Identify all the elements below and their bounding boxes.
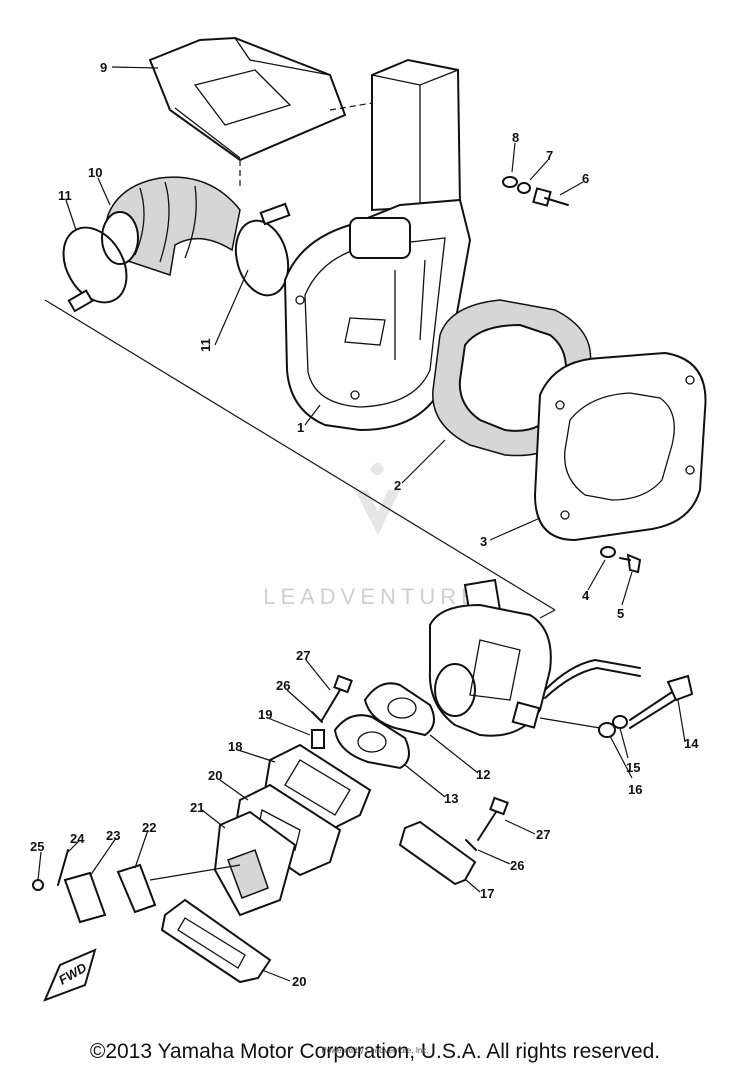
callout-16: 16: [628, 782, 642, 797]
part-20-gasket-lower: [160, 898, 272, 984]
callout-6: 6: [582, 171, 589, 186]
part-25-screw: [32, 879, 44, 891]
leadventure-watermark: LEADVENTURE: [263, 462, 481, 609]
callout-20: 20: [292, 974, 306, 989]
part-27-bolt-lower: [477, 796, 509, 841]
callout-4: 4: [582, 588, 590, 603]
callout-7: 7: [546, 148, 553, 163]
copyright-footer: ©2013 Yamaha Motor Corporation, U.S.A. A…: [89, 1040, 661, 1063]
part-22-reed-plate: [116, 863, 157, 914]
part-26-washer-lower: [465, 839, 477, 851]
part-19-fitting: [311, 729, 325, 749]
callout-14: 14: [684, 736, 699, 751]
callout-27: 27: [296, 648, 310, 663]
part-11-clamp-right: [234, 202, 291, 297]
callout-26: 26: [510, 858, 524, 873]
callout-11: 11: [198, 338, 213, 352]
part-24-screw: [57, 849, 69, 886]
callout-27: 27: [536, 827, 550, 842]
part-4-washer: [600, 546, 616, 558]
callout-20: 20: [208, 768, 222, 783]
part-11-clamp-left: [62, 226, 128, 313]
watermark-logo-icon: [355, 490, 400, 535]
part-10-elbow-hose: [101, 176, 241, 276]
watermark-text: LEADVENTURE: [263, 584, 481, 609]
part-12-gasket: [363, 682, 435, 737]
callout-17: 17: [480, 886, 494, 901]
callout-25: 25: [30, 839, 44, 854]
callout-13: 13: [444, 791, 458, 806]
assembly-line: [539, 717, 601, 729]
part-15-washer: [612, 715, 628, 729]
part-9-duct-cover: [148, 36, 347, 162]
part-8-washer: [502, 176, 518, 188]
part-16-washer: [598, 722, 616, 738]
callout-18: 18: [228, 739, 242, 754]
callout-9: 9: [100, 60, 107, 75]
leader-lines: [37, 66, 686, 982]
part-6-bolt: [532, 187, 569, 207]
callout-22: 22: [142, 820, 156, 835]
part-5-screw: [619, 553, 642, 574]
callout-5: 5: [617, 606, 624, 621]
callout-12: 12: [476, 767, 490, 782]
callout-8: 8: [512, 130, 519, 145]
callout-1: 1: [297, 420, 304, 435]
part-21-reed-valve: [213, 810, 297, 917]
intake-tube: [371, 58, 462, 212]
callout-15: 15: [626, 760, 640, 775]
part-14-screw: [629, 674, 694, 729]
callout-10: 10: [88, 165, 102, 180]
callout-24: 24: [70, 831, 85, 846]
callout-26: 26: [276, 678, 290, 693]
callout-labels: 9 10 11 11 8 7 6 1 2 3 4 5 27 26 19 18 2…: [30, 60, 699, 989]
carburetor: [428, 578, 641, 737]
part-7-washer: [517, 182, 531, 194]
callout-19: 19: [258, 707, 272, 722]
part-1-air-cleaner-case: [283, 198, 472, 432]
part-27-bolt-upper: [321, 674, 353, 721]
callout-11: 11: [58, 188, 72, 203]
callout-23: 23: [106, 828, 120, 843]
part-3-cover-plate: [533, 351, 707, 542]
assembly-line: [44, 299, 556, 611]
callout-3: 3: [480, 534, 487, 549]
part-17-bracket: [398, 820, 477, 886]
fwd-arrow-icon: FWD: [43, 948, 97, 1002]
part-23-reed-plate: [63, 871, 107, 924]
part-13-gasket: [333, 714, 410, 770]
callout-21: 21: [190, 800, 204, 815]
assembly-line: [539, 609, 556, 619]
powered-by-fine-print: Powered by LeadVenture, Inc.: [321, 1046, 429, 1055]
callout-2: 2: [394, 478, 401, 493]
